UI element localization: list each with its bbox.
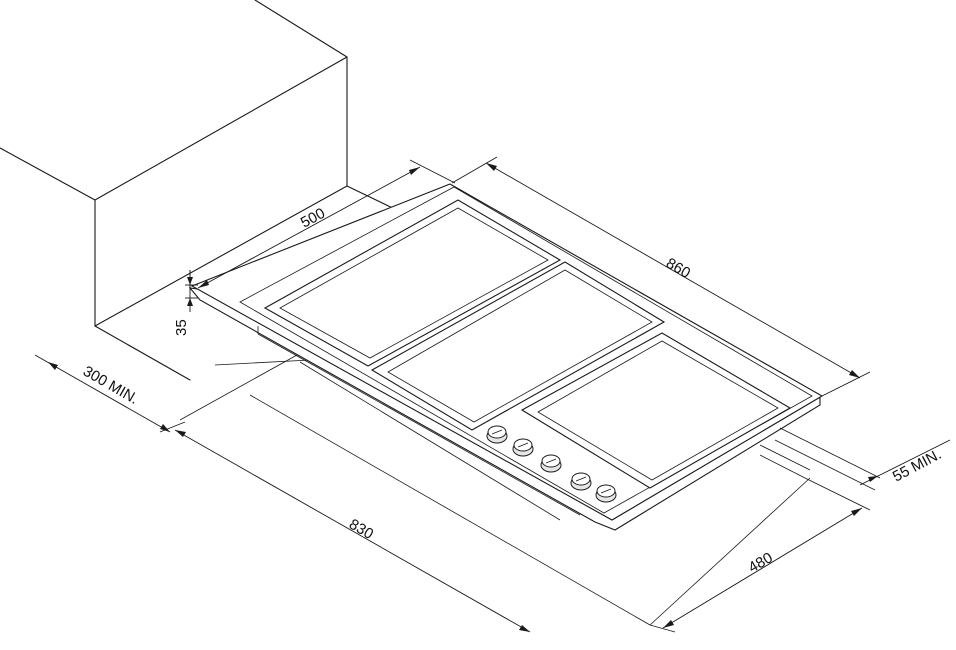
dimension-300-min <box>34 354 171 433</box>
dimension-830 <box>159 421 531 633</box>
dimension-55-min <box>774 427 951 491</box>
dimension-860 <box>451 156 871 397</box>
hot-plate-1 <box>263 199 562 367</box>
hob-inset <box>239 186 813 514</box>
label-480: 480 <box>746 549 776 576</box>
knob-5 <box>595 484 617 503</box>
label-35: 35 <box>173 319 190 336</box>
hot-plate-2 <box>370 261 666 431</box>
label-300-min: 300 MIN. <box>80 363 141 408</box>
label-830: 830 <box>346 516 376 543</box>
knob-2 <box>512 438 534 457</box>
wall-cabinet <box>0 0 406 381</box>
dimension-35 <box>185 270 198 312</box>
label-860: 860 <box>663 255 693 282</box>
label-500: 500 <box>298 205 328 232</box>
worktop-cutout <box>179 344 811 626</box>
knob-4 <box>570 472 592 491</box>
control-knobs <box>486 425 617 503</box>
label-55-min: 55 MIN. <box>890 446 944 486</box>
hot-plate-3 <box>520 332 792 489</box>
knob-3 <box>540 454 562 473</box>
dimension-480 <box>649 477 871 633</box>
knob-1 <box>486 425 508 444</box>
